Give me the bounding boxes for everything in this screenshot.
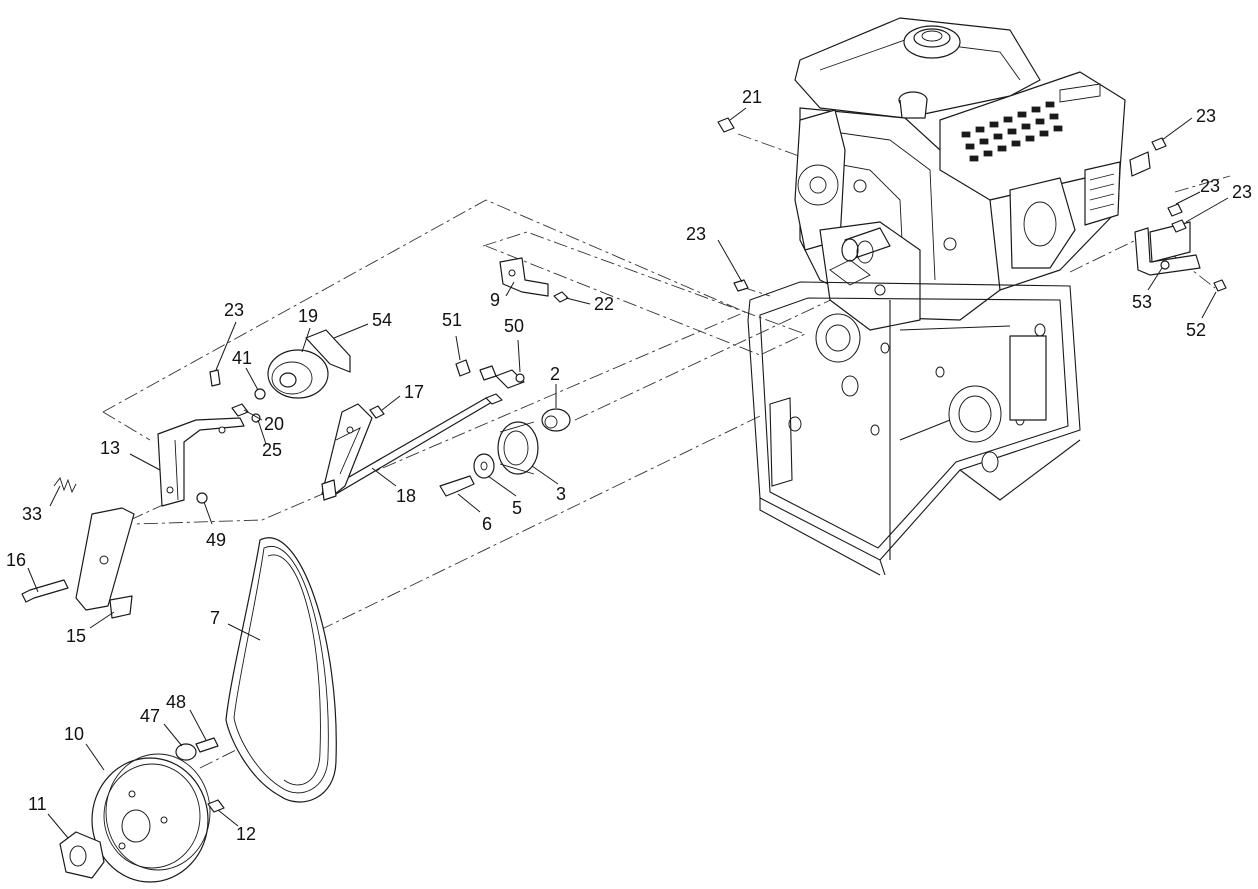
callout-5: 5 <box>512 498 522 518</box>
callout-20: 20 <box>264 414 284 434</box>
bracket-13 <box>157 417 245 507</box>
callout-50: 50 <box>504 316 524 336</box>
callout-23: 23 <box>686 224 706 244</box>
engine-pulley-group <box>439 408 571 497</box>
upright-bracket <box>321 403 373 501</box>
callouts: 21 23 23 23 23 23 53 52 9 22 51 50 2 17 … <box>6 87 1252 844</box>
washer-41 <box>254 388 266 400</box>
callout-17: 17 <box>404 382 424 402</box>
bolt-23-bracket <box>209 369 221 387</box>
callout-23: 23 <box>1196 106 1216 126</box>
bolt-16 <box>21 579 69 603</box>
bolt-12 <box>207 799 225 813</box>
callout-18: 18 <box>396 486 416 506</box>
leader-lines <box>27 107 1229 839</box>
callout-23: 23 <box>224 300 244 320</box>
handle-15 <box>109 595 133 619</box>
callout-25: 25 <box>262 440 282 460</box>
spacer-2 <box>541 408 571 432</box>
bolt-23-frame <box>733 279 749 292</box>
callout-23: 23 <box>1232 182 1252 202</box>
callout-51: 51 <box>442 310 462 330</box>
callout-49: 49 <box>206 530 226 550</box>
callout-2: 2 <box>550 364 560 384</box>
washer-47 <box>175 743 197 761</box>
bolt-23-right-low <box>1171 219 1187 233</box>
callout-52: 52 <box>1186 320 1206 340</box>
nut-22 <box>553 291 569 303</box>
callout-21: 21 <box>742 87 762 107</box>
bolt-48 <box>195 737 219 753</box>
pulley-10 <box>91 757 209 883</box>
callout-22: 22 <box>594 294 614 314</box>
frame <box>747 281 1081 576</box>
vent-grid <box>961 101 1063 162</box>
bolt-23-right-mid <box>1167 203 1183 217</box>
lever-group <box>21 477 135 619</box>
right-bracket-group <box>1129 137 1227 292</box>
callout-16: 16 <box>6 550 26 570</box>
idler-pulley-19 <box>267 349 329 399</box>
bolt-6 <box>439 475 475 497</box>
callout-7: 7 <box>210 608 220 628</box>
nut-53 <box>1160 260 1170 270</box>
callout-53: 53 <box>1132 292 1152 312</box>
engine <box>794 17 1126 331</box>
belt-7 <box>225 537 337 803</box>
callout-33: 33 <box>22 504 42 524</box>
callout-19: 19 <box>298 306 318 326</box>
spring-33 <box>53 477 77 494</box>
callout-47: 47 <box>140 706 160 726</box>
callout-12: 12 <box>236 824 256 844</box>
bolt-21 <box>717 117 735 133</box>
idler-pulley-group <box>209 329 351 423</box>
callout-41: 41 <box>232 348 252 368</box>
bolt-20 <box>231 403 249 417</box>
callout-6: 6 <box>482 514 492 534</box>
bolt-52 <box>1213 279 1227 292</box>
auger-pulley-group <box>59 737 225 883</box>
nut-17 <box>369 405 385 419</box>
callout-13: 13 <box>100 438 120 458</box>
bracket-9-group <box>499 257 569 303</box>
bracket-54 <box>305 329 351 373</box>
washer-50 <box>515 373 525 383</box>
callout-54: 54 <box>372 310 392 330</box>
callout-15: 15 <box>66 626 86 646</box>
bolt-23-right-top <box>1151 137 1167 151</box>
callout-11: 11 <box>28 794 47 814</box>
bolt-51 <box>455 359 471 377</box>
callout-3: 3 <box>556 484 566 504</box>
callout-48: 48 <box>166 692 186 712</box>
callout-23: 23 <box>1200 176 1220 196</box>
washer-5 <box>473 453 495 479</box>
nut-49 <box>196 492 208 504</box>
callout-10: 10 <box>64 724 84 744</box>
callout-9: 9 <box>490 290 500 310</box>
